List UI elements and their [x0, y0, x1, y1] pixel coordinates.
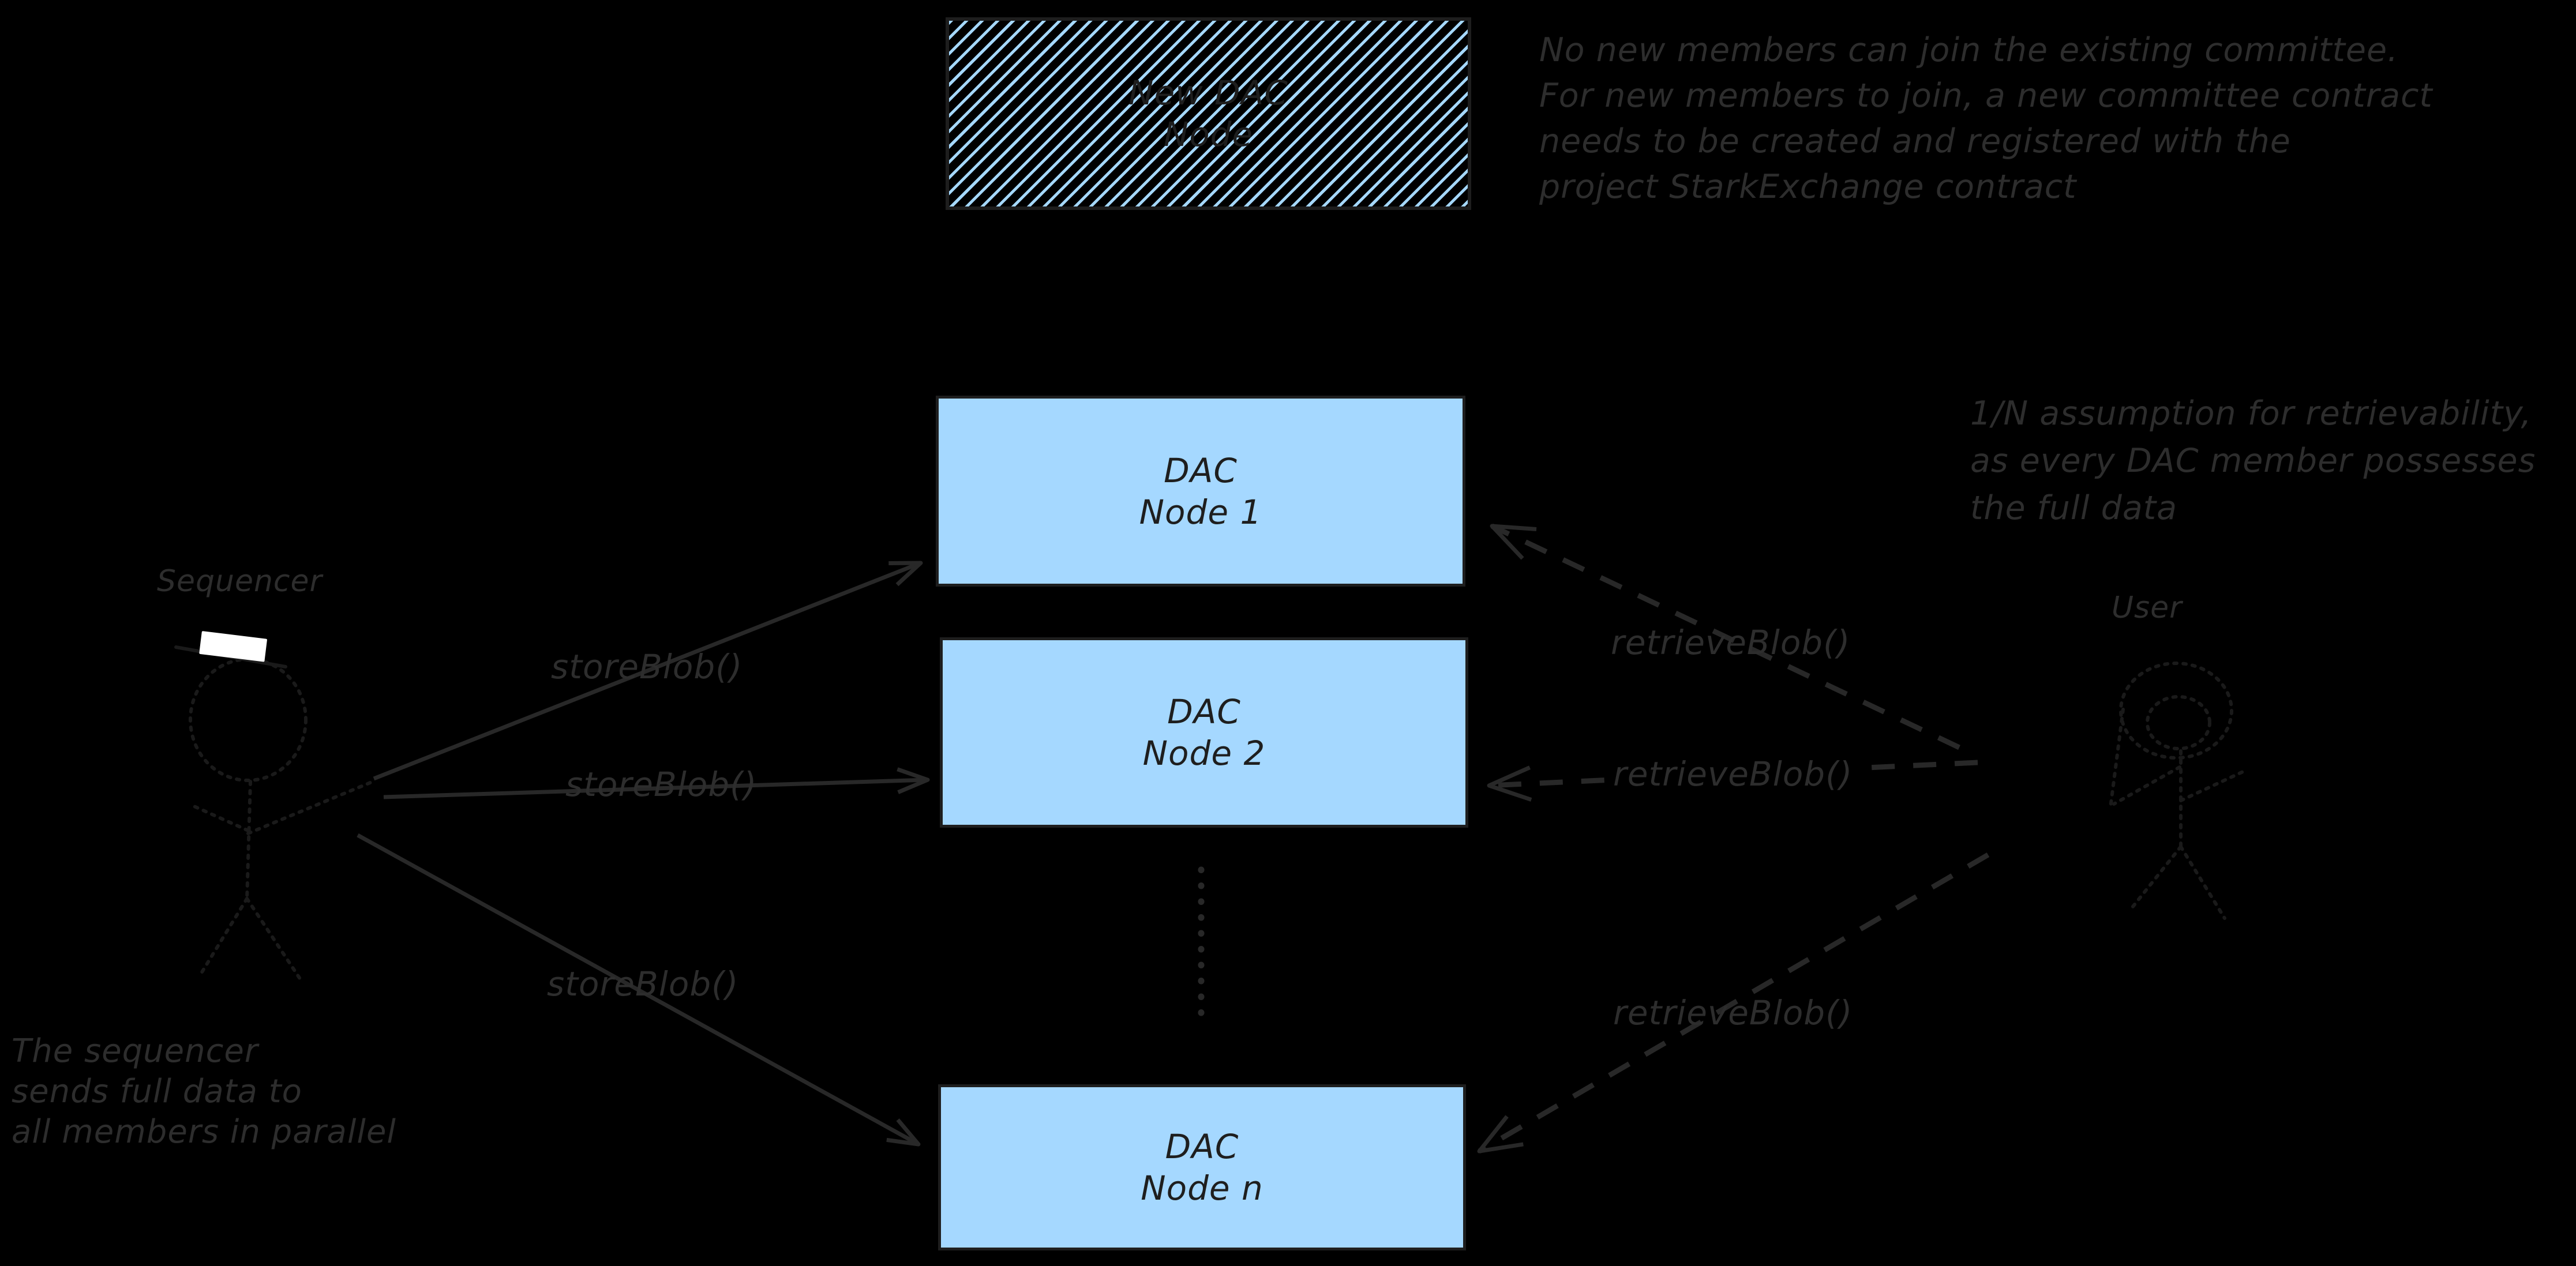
dac-node-1-label-line2: Node 1 [1139, 492, 1262, 532]
retrieve-arrow-noden [1477, 852, 1990, 1154]
sequencer-note: The sequencer sends full data to all mem… [12, 1031, 396, 1152]
new-dac-node-label-line1: New DAC [1128, 73, 1288, 112]
store-arrow-noden [357, 833, 921, 1147]
sequencer-hat [199, 631, 267, 662]
sequencer-right-leg [245, 897, 303, 982]
user-right-arm [2179, 769, 2247, 802]
sequencer-body [245, 780, 252, 901]
dac-node-n-label-line2: Node n [1141, 1169, 1263, 1208]
store-arrow-node2 [383, 767, 930, 799]
store-blob-label-1: storeBlob() [551, 647, 743, 686]
user-hair [2119, 662, 2233, 760]
new-dac-node-label-line2: Node [1163, 115, 1254, 154]
dac-node-2-box: DAC Node 2 [940, 637, 1468, 828]
sequencer-note-line: all members in parallel [12, 1113, 396, 1151]
store-arrow-node1 [373, 561, 923, 781]
dac-node-n-box: DAC Node n [938, 1084, 1466, 1250]
user-left-arm [2112, 765, 2181, 806]
dac-node-1-label-line1: DAC [1164, 450, 1238, 490]
store-blob-label-2: storeBlob() [565, 765, 758, 804]
retrieve-blob-label-3: retrieveBlob() [1613, 993, 1853, 1032]
retrievability-note-line: as every DAC member possesses [1970, 442, 2536, 480]
retrieve-blob-label-1: retrieveBlob() [1611, 623, 1851, 662]
new-dac-node-box: New DAC Node [946, 17, 1471, 210]
store-blob-label-3: storeBlob() [547, 964, 739, 1004]
retrievability-note-line: the full data [1970, 489, 2178, 527]
dac-node-1-box: DAC Node 1 [936, 396, 1465, 587]
committee-note-line: needs to be created and registered with … [1539, 122, 2291, 160]
retrievability-note-line: 1/N assumption for retrievability, [1970, 395, 2532, 433]
sequencer-left-leg [198, 897, 249, 978]
committee-note-line: No new members can join the existing com… [1539, 31, 2399, 69]
sequencer-figure [174, 631, 373, 982]
user-hair-strand [2109, 708, 2125, 809]
user-figure [2109, 662, 2247, 920]
sequencer-left-arm [190, 803, 250, 832]
committee-note: No new members can join the existing com… [1539, 28, 2433, 210]
sequencer-label: Sequencer [157, 564, 323, 599]
sequencer-right-arm [246, 780, 373, 835]
retrieve-blob-label-2: retrieveBlob() [1605, 754, 1861, 794]
retrieve-arrow-node1 [1490, 523, 1960, 750]
retrievability-note: 1/N assumption for retrievability, as ev… [1970, 390, 2536, 532]
sequencer-head [189, 658, 308, 782]
user-left-leg [2128, 845, 2183, 912]
user-label: User [2112, 591, 2183, 625]
user-right-leg [2179, 845, 2226, 920]
dac-node-2-label-line2: Node 2 [1142, 734, 1266, 773]
committee-note-line: For new members to join, a new committee… [1539, 77, 2433, 115]
dac-node-2-label-line1: DAC [1167, 692, 1241, 731]
sequencer-note-line: The sequencer [12, 1032, 258, 1070]
dac-node-n-label-line1: DAC [1165, 1127, 1239, 1166]
user-face [2146, 695, 2211, 750]
committee-note-line: project StarkExchange contract [1539, 168, 2077, 206]
sequencer-note-line: sends full data to [12, 1073, 302, 1110]
